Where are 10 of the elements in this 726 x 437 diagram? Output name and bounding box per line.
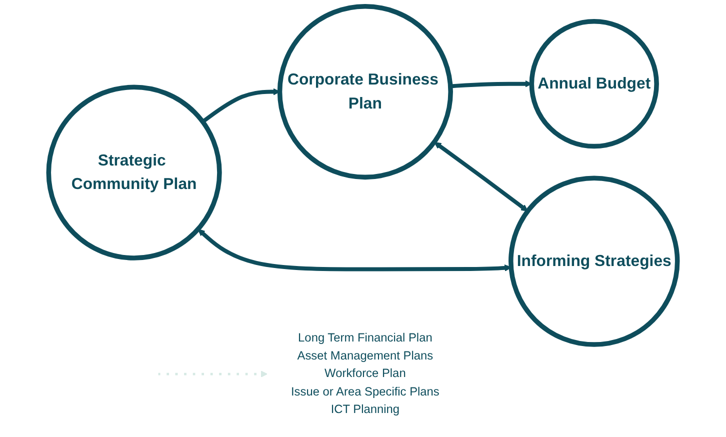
arrow — [434, 142, 528, 212]
arrow — [202, 88, 280, 124]
node-circle: Annual Budget — [529, 18, 659, 149]
node-circle: Strategic Community Plan — [46, 84, 222, 260]
node-text: Long Term Financial Plan Asset Management Plans Workforce Plan Issue or Area Specific Plans ICT Planning — [290, 330, 440, 416]
arrow — [198, 229, 512, 272]
node-circle: Corporate Business Plan — [277, 4, 453, 180]
node-circle: Informing Strategies — [508, 176, 680, 347]
arrow — [450, 80, 532, 88]
arrow — [158, 370, 268, 378]
